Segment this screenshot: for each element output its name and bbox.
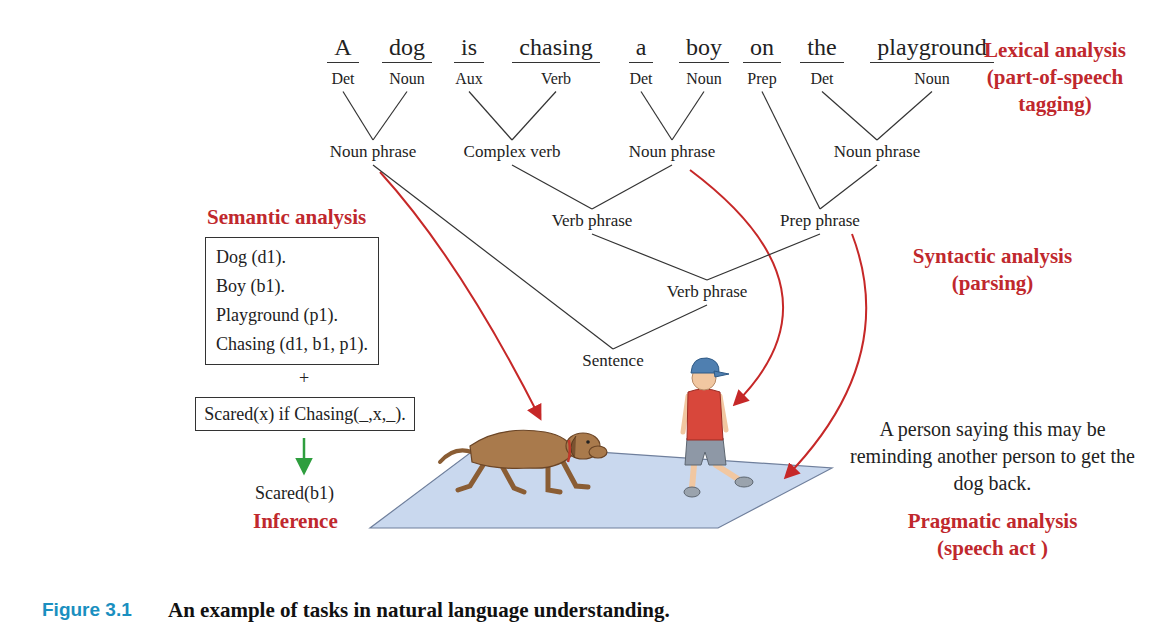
tree-node: Complex verb <box>461 142 564 162</box>
boy-shorts <box>685 438 726 465</box>
tree-line <box>512 165 592 209</box>
inference-arrow <box>303 438 306 472</box>
dog-leg <box>548 466 560 492</box>
boy-leg <box>692 465 694 488</box>
boy-shoe <box>735 477 753 487</box>
node-text: Verb phrase <box>549 211 636 231</box>
word-tag: aDet <box>629 32 654 89</box>
task-label: Lexical analysis (part-of-speech tagging… <box>982 37 1128 118</box>
word-text: playground <box>870 32 993 63</box>
node-text: Playground (p1). <box>216 301 368 330</box>
tree-line <box>373 92 407 141</box>
tree-line <box>469 92 512 141</box>
word-text: is <box>454 32 484 63</box>
dog-leg <box>502 466 524 492</box>
tree-line <box>592 165 672 209</box>
tree-node: Verb phrase <box>664 282 751 302</box>
pos-tag: Noun <box>686 69 722 89</box>
dog-leg <box>562 460 588 487</box>
word-text: on <box>743 32 781 63</box>
boy-cap-brim <box>714 371 729 377</box>
node-text: Complex verb <box>461 142 564 162</box>
pos-tag: Aux <box>455 69 483 89</box>
tree-node: Noun phrase <box>831 142 923 162</box>
dog-tail <box>440 450 472 462</box>
tree-node: Prep phrase <box>777 211 863 231</box>
pos-tag: Det <box>810 69 833 89</box>
pos-tag: Noun <box>914 69 950 89</box>
boy-leg <box>716 465 738 479</box>
tree-line <box>822 92 877 141</box>
pos-tag: Det <box>629 69 652 89</box>
node-text: Chasing (d1, b1, p1). <box>216 330 368 359</box>
word-tag: A Det <box>327 32 358 89</box>
word-text: chasing <box>512 32 599 63</box>
word-text: A <box>327 32 358 63</box>
pos-tag: Noun <box>389 69 425 89</box>
task-label: Inference <box>253 508 338 535</box>
tree-line <box>672 92 704 141</box>
figure-number: Figure 3.1 <box>42 597 132 623</box>
dog-body <box>470 430 575 468</box>
word-tag: boyNoun <box>679 32 729 89</box>
tree-node: Verb phrase <box>549 211 636 231</box>
pos-tag: Prep <box>747 69 776 89</box>
inferred-fact: Scared(b1) <box>255 481 334 505</box>
tree-line <box>592 234 707 280</box>
boy-shirt <box>687 389 723 440</box>
task-label: Semantic analysis <box>207 204 366 231</box>
tree-node: Sentence <box>579 351 646 371</box>
tree-line <box>820 165 877 209</box>
playground-plane <box>370 444 832 528</box>
figure-caption: An example of tasks in natural language … <box>168 597 670 623</box>
task-label: Syntactic analysis (parsing) <box>885 243 1100 297</box>
word-text: a <box>629 32 654 63</box>
pos-tag: Det <box>331 69 354 89</box>
tree-node: Noun phrase <box>626 142 718 162</box>
rule-box: Scared(x) if Chasing(_,x,_). <box>195 397 414 431</box>
semantic-arrow <box>786 234 866 477</box>
tree-line <box>512 92 556 141</box>
node-text: Noun phrase <box>831 142 923 162</box>
node-text: Noun phrase <box>626 142 718 162</box>
word-tag: onPrep <box>743 32 781 89</box>
speech-act-note: A person saying this may be reminding an… <box>850 416 1135 497</box>
dog-leg <box>458 462 485 490</box>
word-tag: playgroundNoun <box>870 32 993 89</box>
node-text: Scared(x) if Chasing(_,x,_). <box>204 401 405 427</box>
fact-box: Dog (d1).Boy (b1).Playground (p1).Chasin… <box>205 237 379 365</box>
tree-line <box>762 92 820 210</box>
word-tag: dogNoun <box>382 32 432 89</box>
node-text: Verb phrase <box>664 282 751 302</box>
tree-node: Noun phrase <box>327 142 419 162</box>
pos-tag: Verb <box>541 69 571 89</box>
tree-line <box>343 92 373 141</box>
dog-ear <box>571 436 576 458</box>
tree-line <box>707 234 820 280</box>
node-text: Boy (b1). <box>216 272 368 301</box>
semantic-arrow <box>380 172 540 418</box>
boy-shoe <box>684 487 700 497</box>
word-text: the <box>800 32 843 63</box>
tree-line <box>641 92 672 141</box>
dog-eye <box>586 440 590 444</box>
node-text: Noun phrase <box>327 142 419 162</box>
plus-sign: + <box>294 366 314 390</box>
word-tag: theDet <box>800 32 843 89</box>
word-text: dog <box>382 32 432 63</box>
word-text: boy <box>679 32 729 63</box>
tree-line <box>877 92 932 141</box>
dog-collar <box>568 440 570 462</box>
word-tag: isAux <box>454 32 484 89</box>
task-label: Pragmatic analysis (speech act ) <box>880 508 1105 562</box>
word-tag: chasingVerb <box>512 32 599 89</box>
dog-snout <box>589 446 607 458</box>
tree-line <box>613 305 707 349</box>
node-text: Prep phrase <box>777 211 863 231</box>
node-text: Sentence <box>579 351 646 371</box>
node-text: Dog (d1). <box>216 243 368 272</box>
tree-line <box>373 165 613 349</box>
